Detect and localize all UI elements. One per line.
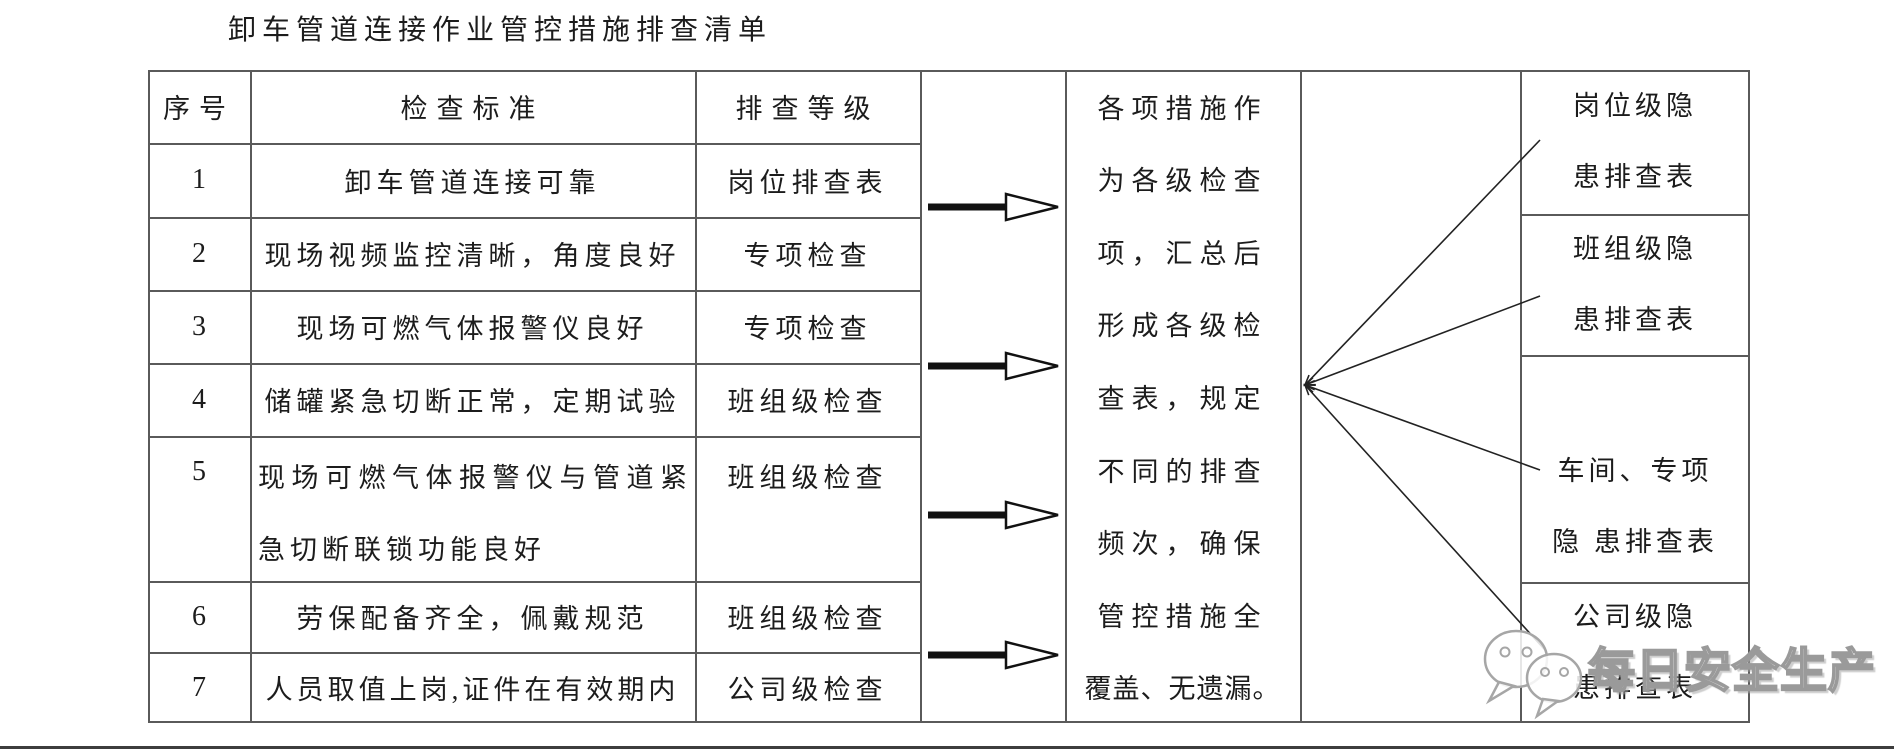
row-level: 专项检查 (743, 314, 872, 344)
grid-line (148, 217, 920, 219)
grid-line (695, 70, 697, 723)
output-box-line: 岗位级隐 (1573, 91, 1697, 121)
summary-line: 查表，规定 (1097, 384, 1268, 415)
diagram-frame (148, 70, 1750, 723)
summary-line: 不同的排查 (1097, 456, 1268, 487)
summary-line: 形成各级检 (1097, 311, 1268, 342)
summary-line: 项，汇总后 (1097, 238, 1268, 269)
grid-line (148, 436, 920, 438)
output-box-team-level: 班组级隐 患排查表 (1520, 214, 1750, 355)
summary-text-block: 各项措施作 为各级检查 项，汇总后 形成各级检 查表，规定 不同的排查 频次，确… (1065, 70, 1300, 723)
row-standard: 储罐紧急切断正常，定期试验 (264, 387, 681, 417)
grid-line (148, 363, 920, 365)
grid-line (148, 290, 920, 292)
row-no: 3 (192, 310, 206, 342)
page-title: 卸车管道连接作业管控措施排查清单 (228, 15, 773, 46)
row-no: 4 (192, 383, 206, 415)
row-level: 专项检查 (743, 241, 872, 271)
row-no: 7 (192, 671, 206, 703)
row-standard: 现场可燃气体报警仪良好 (296, 314, 649, 344)
row-standard: 劳保配备齐全，佩戴规范 (296, 604, 649, 634)
output-box-line: 班组级隐 (1573, 233, 1697, 264)
summary-line: 管控措施全 (1097, 601, 1268, 632)
output-box-post-level: 岗位级隐 患排查表 (1520, 70, 1750, 214)
grid-line (1520, 582, 1750, 584)
row-no: 5 (192, 456, 206, 487)
grid-line (148, 581, 920, 583)
row-standard-line2: 急切断联锁功能良好 (258, 535, 546, 565)
row-level: 岗位排查表 (727, 167, 888, 198)
header-level: 排查等级 (735, 94, 880, 124)
output-box-company-level: 公司级隐 患排查表 (1520, 582, 1750, 723)
grid-line (1065, 70, 1067, 723)
output-box-line: 患排查表 (1573, 162, 1697, 192)
row-standard: 人员取值上岗,证件在有效期内 (265, 675, 680, 705)
grid-line (920, 70, 922, 723)
row-standard: 现场可燃气体报警仪与管道紧 急切断联锁功能良好 (250, 436, 695, 581)
row-level: 公司级检查 (727, 675, 888, 705)
grid-line (148, 652, 920, 654)
output-box-line: 患排查表 (1573, 672, 1697, 703)
row-standard: 现场视频监控清晰，角度良好 (264, 241, 681, 271)
output-box-workshop-special: 车间、专项 隐 患排查表 (1520, 355, 1750, 582)
grid-line (1520, 214, 1750, 216)
output-box-line: 患排查表 (1573, 304, 1697, 335)
row-no: 1 (192, 164, 206, 195)
summary-line: 覆盖、无遗漏。 (1084, 674, 1281, 705)
row-level: 班组级检查 (727, 387, 888, 417)
output-box-line: 隐 患排查表 (1552, 527, 1718, 557)
row-level: 班组级检查 (727, 604, 888, 634)
grid-line (148, 143, 920, 145)
output-box-line: 车间、专项 (1557, 456, 1713, 486)
watermark-text: 每日安全生产 (1587, 643, 1876, 698)
row-level: 班组级检查 (727, 463, 888, 493)
header-no: 序号 (163, 94, 235, 124)
grid-line (250, 70, 252, 723)
row-no: 2 (192, 237, 206, 269)
summary-line: 为各级检查 (1097, 166, 1268, 197)
grid-line (1520, 355, 1750, 357)
summary-line: 各项措施作 (1097, 93, 1268, 124)
row-no: 6 (192, 600, 206, 632)
row-standard: 卸车管道连接可靠 (344, 167, 601, 198)
grid-line (1300, 70, 1302, 723)
page-bottom-rule (0, 746, 1894, 749)
row-standard-line1: 现场可燃气体报警仪与管道紧 (258, 463, 694, 493)
summary-line: 频次，确保 (1097, 529, 1268, 560)
output-box-line: 公司级隐 (1573, 601, 1697, 632)
header-standard: 检查标准 (400, 94, 545, 124)
